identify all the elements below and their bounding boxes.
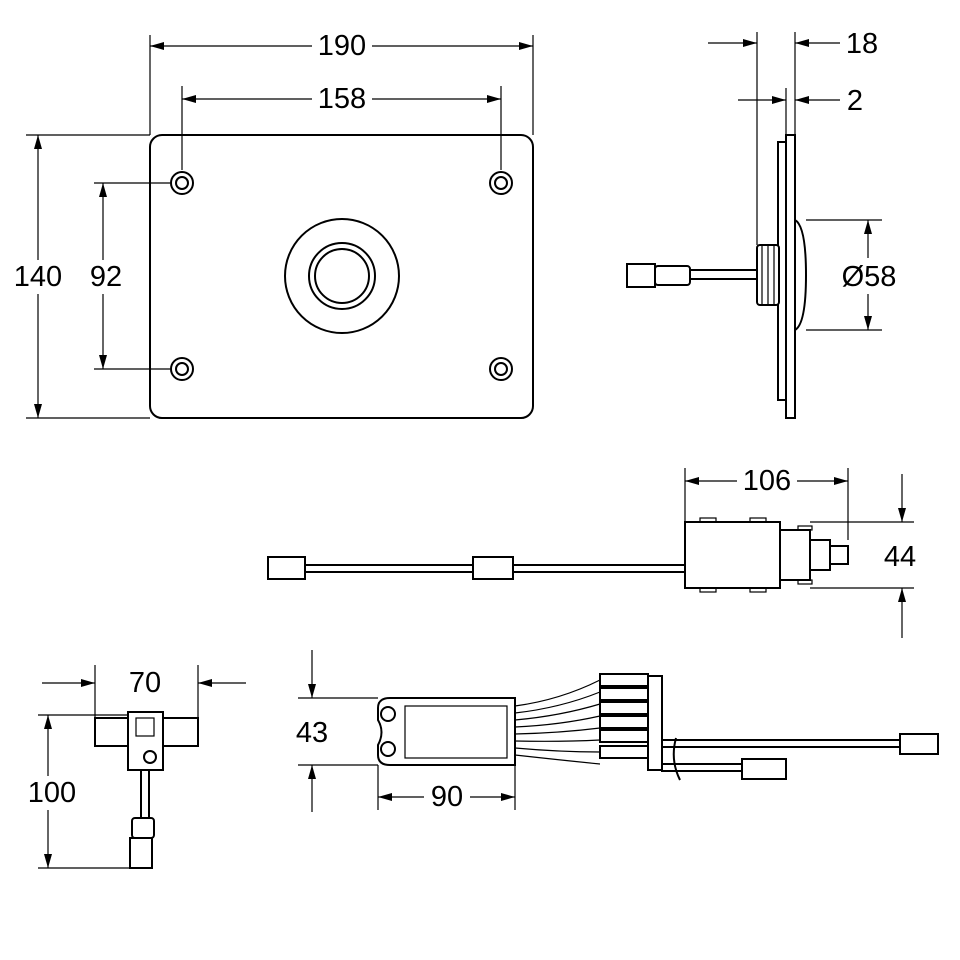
distributor	[377, 673, 939, 781]
dimension-2: 2	[738, 85, 863, 135]
dimension-190: 190	[149, 30, 534, 135]
dimension-diameter-58: Ø58	[806, 219, 902, 331]
dimension-100: 100	[20, 714, 130, 869]
dimension-label: 158	[318, 83, 366, 115]
mounting-hole	[489, 357, 513, 381]
mounting-hole	[170, 357, 194, 381]
sensor-ring	[284, 218, 400, 334]
dimension-18: 18	[708, 28, 878, 245]
dimension-label: 2	[847, 85, 863, 117]
dimension-label: 43	[296, 717, 328, 749]
mounting-hole	[489, 171, 513, 195]
control-box	[267, 517, 849, 593]
dimension-label: 140	[14, 261, 62, 293]
dimension-158: 158	[181, 83, 502, 170]
t-connector	[94, 711, 199, 869]
dimension-44: 44	[810, 474, 916, 638]
dimension-label: 100	[28, 777, 76, 809]
dimension-106: 106	[684, 465, 849, 540]
dimension-label: 92	[90, 261, 122, 293]
dimension-label: 44	[884, 541, 916, 573]
dimension-label: 106	[743, 465, 791, 497]
connector-stack	[599, 673, 663, 771]
dimension-140: 140	[10, 134, 150, 419]
dimension-43: 43	[296, 650, 378, 812]
dimension-label: 18	[846, 28, 878, 60]
dimension-70: 70	[42, 665, 246, 718]
dimension-label: 70	[129, 667, 161, 699]
dimension-90: 90	[377, 765, 516, 813]
side-view	[626, 134, 808, 419]
mounting-hole	[170, 171, 194, 195]
dimension-92: 92	[80, 182, 170, 370]
dimension-label: 190	[318, 30, 366, 62]
dimension-label: Ø58	[842, 261, 897, 293]
dimension-label: 90	[431, 781, 463, 813]
front-view-plate	[149, 134, 534, 419]
